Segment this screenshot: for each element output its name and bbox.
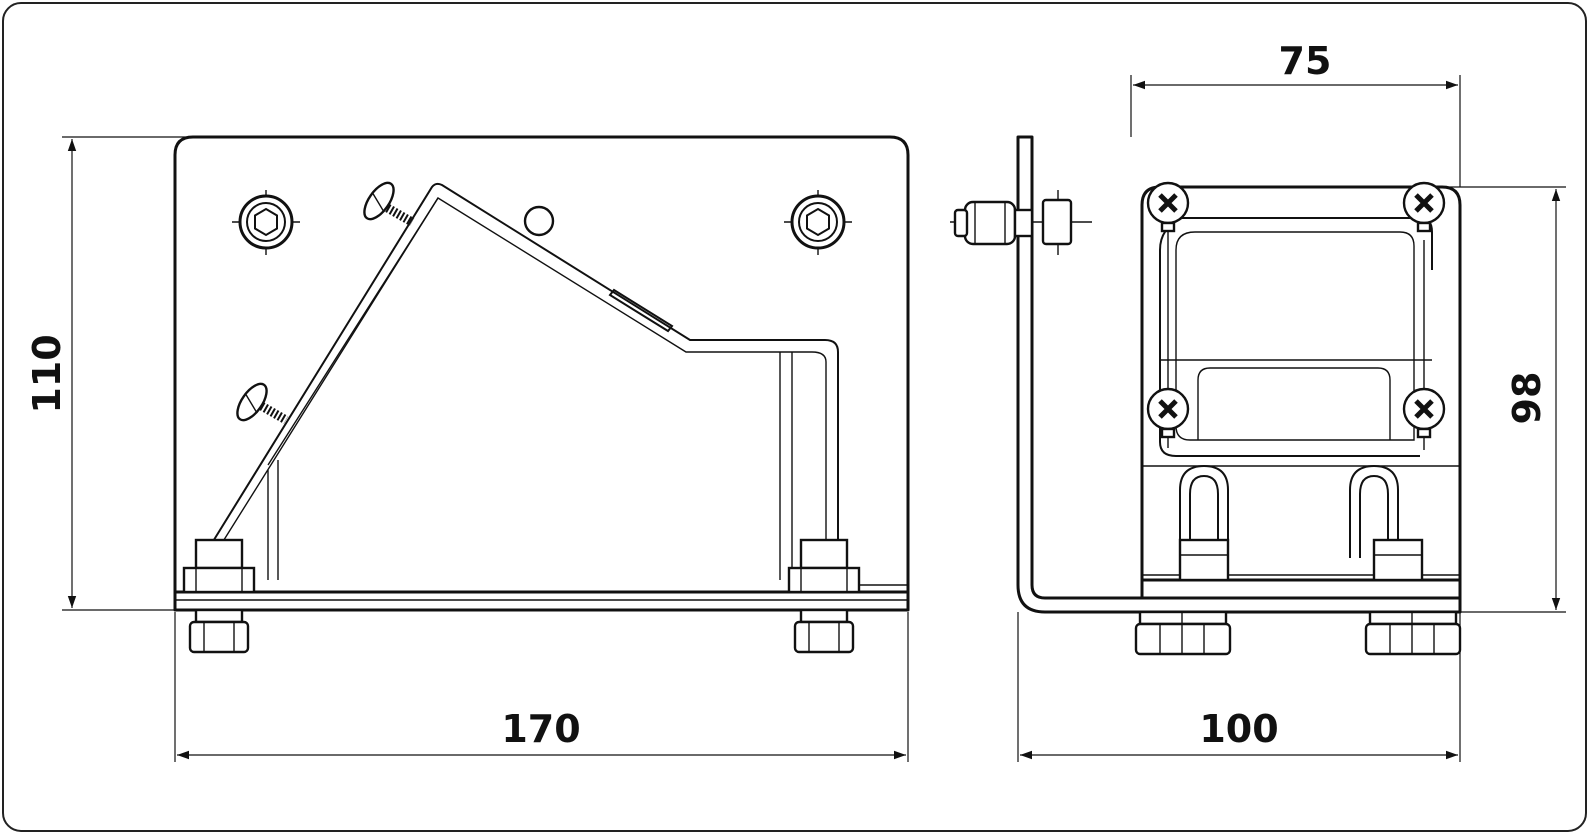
side-nuts-left — [1134, 610, 1232, 656]
nut-left — [182, 538, 256, 654]
dim-label-110: 110 — [25, 334, 69, 413]
small-hole — [523, 205, 555, 237]
back-plate — [173, 135, 910, 595]
dim-label-75: 75 — [1279, 39, 1332, 83]
phillips-screw-bottom-right — [1402, 387, 1446, 439]
socket-screw-left — [232, 190, 300, 255]
side-nuts-right — [1364, 610, 1462, 656]
socket-screw-right — [784, 190, 852, 255]
side-bolt — [950, 190, 1092, 255]
side-view: 100 75 98 — [950, 39, 1566, 762]
dim-label-170: 170 — [501, 707, 580, 751]
thumb-screw-lower — [236, 382, 289, 424]
nut-right — [787, 538, 861, 654]
front-view: 170 110 — [25, 135, 910, 762]
base-plate — [173, 590, 910, 612]
housing-body — [1140, 185, 1462, 592]
thumb-screw-upper — [363, 181, 415, 226]
phillips-screw-top-right — [1402, 181, 1446, 233]
dim-label-98: 98 — [1505, 372, 1549, 425]
phillips-screw-bottom-left — [1146, 387, 1190, 439]
phillips-screw-top-left — [1146, 181, 1190, 233]
dim-label-100: 100 — [1199, 707, 1278, 751]
